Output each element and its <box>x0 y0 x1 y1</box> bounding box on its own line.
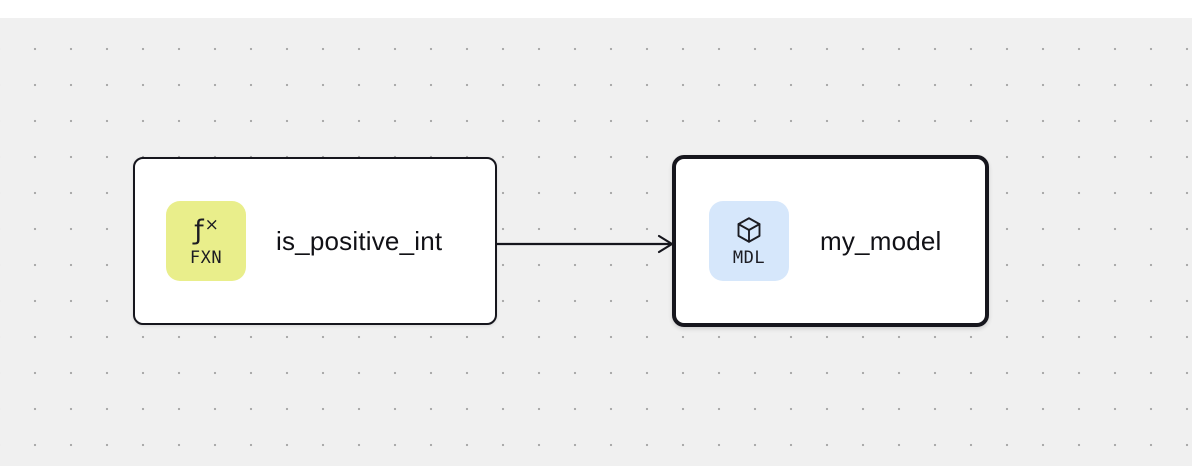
cube-icon <box>734 213 764 247</box>
node-label: my_model <box>820 225 942 256</box>
badge-type-label: FXN <box>189 248 223 269</box>
model-type-badge: MDL <box>709 201 789 281</box>
function-icon: ƒ× <box>194 214 219 246</box>
node-label: is_positive_int <box>276 225 443 256</box>
function-type-badge: ƒ× FXN <box>166 201 246 281</box>
page-top-margin <box>0 0 1192 18</box>
node-is-positive-int[interactable]: ƒ× FXN is_positive_int <box>133 157 497 325</box>
node-my-model[interactable]: MDL my_model <box>672 155 989 327</box>
page-bottom-margin <box>0 466 1192 472</box>
graph-canvas[interactable] <box>0 18 1192 466</box>
badge-type-label: MDL <box>732 248 766 269</box>
